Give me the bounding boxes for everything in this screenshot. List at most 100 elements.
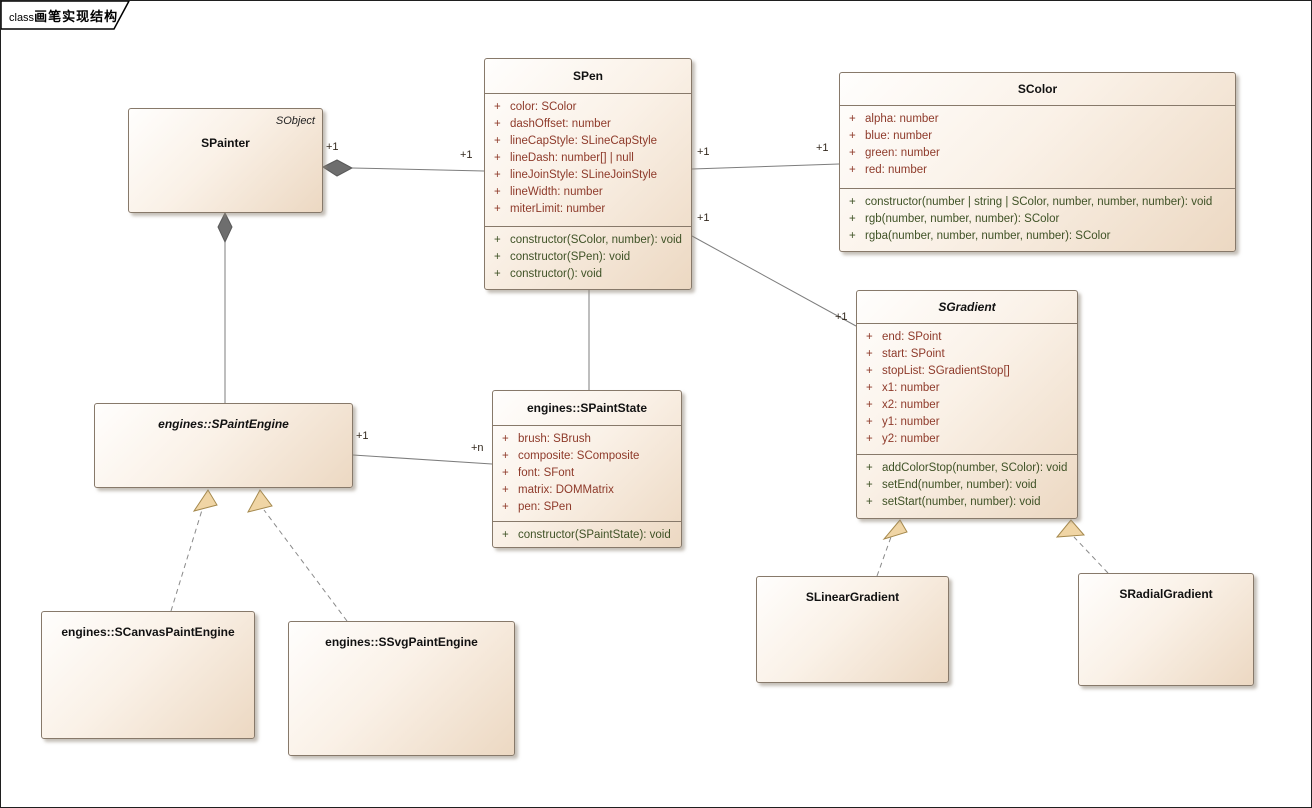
visibility-symbol: + [866, 365, 873, 377]
visibility-symbol: + [866, 462, 873, 474]
class-spaintstate[interactable]: engines::SPaintState +brush: SBrush+comp… [492, 390, 682, 548]
multiplicity-label: +1 [697, 212, 710, 224]
class-ssvgpaintengine[interactable]: engines::SSvgPaintEngine [288, 621, 515, 756]
visibility-symbol: + [502, 484, 509, 496]
class-scanvaspaintengine[interactable]: engines::SCanvasPaintEngine [41, 611, 255, 739]
class-title: SGradient [857, 291, 1077, 324]
member-row: +addColorStop(number, SColor): void [857, 460, 1077, 477]
multiplicity-label: +1 [460, 149, 473, 161]
member-text: constructor(): void [510, 268, 603, 280]
visibility-symbol: + [494, 268, 501, 280]
member-row: +constructor(number | string | SColor, n… [840, 194, 1235, 211]
member-text: color: SColor [510, 101, 577, 113]
visibility-symbol: + [502, 501, 509, 513]
visibility-symbol: + [866, 399, 873, 411]
member-row: + stopList: SGradientStop[] [857, 363, 1077, 380]
member-text: lineDash: number[] | null [510, 152, 634, 164]
realization-scanvas-spaintengine[interactable] [170, 489, 218, 612]
member-row: +x1: number [857, 380, 1077, 397]
realization-slinear-sgradient[interactable] [876, 519, 908, 577]
class-spainter[interactable]: SObject SPainter [128, 108, 323, 213]
visibility-symbol: + [494, 203, 501, 215]
member-text: end: SPoint [882, 331, 942, 343]
class-sradialgradient[interactable]: SRadialGradient [1078, 573, 1254, 686]
member-row: + rgb(number, number, number): SColor [840, 211, 1235, 228]
member-text: start: SPoint [882, 348, 945, 360]
attributes-section: +brush: SBrush+composite: SComposite+fon… [493, 426, 681, 522]
visibility-symbol: + [502, 433, 509, 445]
member-text: constructor(SPen): void [510, 251, 631, 263]
member-row: + matrix: DOMMatrix [493, 482, 681, 499]
visibility-symbol: + [866, 479, 873, 491]
multiplicity-label: +1 [835, 311, 848, 323]
class-title: engines::SSvgPaintEngine [325, 635, 478, 649]
member-text: green: number [865, 147, 940, 159]
visibility-symbol: + [494, 251, 501, 263]
member-row: +color: SColor [485, 99, 691, 116]
association-spaintengine-spaintstate[interactable] [352, 454, 493, 465]
member-text: constructor(number | string | SColor, nu… [865, 196, 1213, 208]
composition-diamond [217, 211, 233, 244]
realization-sradial-sgradient[interactable] [1055, 519, 1109, 574]
visibility-symbol: + [866, 348, 873, 360]
composition-spainter-spaintengine[interactable] [217, 211, 233, 403]
association-spen-sgradient[interactable] [691, 235, 857, 327]
class-title: SLinearGradient [805, 590, 900, 604]
stereotype-label: SObject [275, 115, 315, 127]
class-slineargradient[interactable]: SLinearGradient [756, 576, 949, 683]
visibility-symbol: + [849, 147, 856, 159]
member-row: + lineDash: number[] | null [485, 150, 691, 167]
methods-section: +addColorStop(number, SColor): void+setE… [857, 455, 1077, 511]
member-text: y2: number [882, 433, 940, 445]
member-text: rgb(number, number, number): SColor [865, 213, 1060, 225]
visibility-symbol: + [494, 118, 501, 130]
diagram-frame-tab [1, 1, 130, 30]
member-row: + constructor(): void [485, 266, 691, 283]
class-sgradient[interactable]: SGradient + end: SPoint + start: SPoint + sto… [856, 290, 1078, 519]
member-text: y1: number [882, 416, 940, 428]
member-row: +rgba(number, number, number, number): S… [840, 228, 1235, 245]
multiplicity-label: +1 [816, 142, 829, 154]
visibility-symbol: + [849, 230, 856, 242]
member-row: + green: number [840, 145, 1235, 162]
class-scolor[interactable]: SColor +alpha: number+blue: number+green… [839, 72, 1236, 252]
member-text: lineJoinStyle: SLineJoinStyle [510, 169, 658, 181]
member-text: alpha: number [865, 113, 939, 125]
member-text: setStart(number, number): void [882, 496, 1041, 508]
attributes-section: + end: SPoint + start: SPoint + stopList: SGr… [857, 324, 1077, 455]
visibility-symbol: + [502, 467, 509, 479]
generalization-arrowhead [192, 489, 218, 512]
member-row: + start: SPoint [857, 346, 1077, 363]
visibility-symbol: + [849, 130, 856, 142]
class-spaintengine[interactable]: engines::SPaintEngine [94, 403, 353, 488]
member-row: + y2: number [857, 431, 1077, 448]
realization-ssvg-spaintengine[interactable] [247, 489, 348, 622]
methods-section: +constructor(SColor, number): void+const… [485, 227, 691, 283]
class-spen[interactable]: SPen +color: SColor+dashOffset: number+l… [484, 58, 692, 290]
member-row: +y1: number [857, 414, 1077, 431]
visibility-symbol: + [494, 169, 501, 181]
visibility-symbol: + [866, 331, 873, 343]
visibility-symbol: + [494, 186, 501, 198]
attributes-section: +alpha: number+blue: number+green: numbe… [840, 106, 1235, 189]
member-text: lineCapStyle: SLineCapStyle [510, 135, 658, 147]
class-title: engines::SCanvasPaintEngine [61, 625, 235, 639]
visibility-symbol: + [866, 433, 873, 445]
member-row: +red: number [840, 162, 1235, 179]
member-row: + end: SPoint [857, 329, 1077, 346]
visibility-symbol: + [849, 213, 856, 225]
member-row: + pen: SPen [493, 499, 681, 516]
member-text: matrix: DOMMatrix [518, 484, 614, 496]
visibility-symbol: + [849, 113, 856, 125]
member-row: +brush: SBrush [493, 431, 681, 448]
member-text: pen: SPen [518, 501, 572, 513]
member-row: +lineWidth: number [485, 184, 691, 201]
association-spen-scolor[interactable] [691, 163, 840, 170]
visibility-symbol: + [494, 152, 501, 164]
multiplicity-label: +1 [697, 146, 710, 158]
member-row: + alpha: number [840, 111, 1235, 128]
member-row: +dashOffset: number [485, 116, 691, 133]
composition-spainter-spen[interactable] [321, 159, 485, 177]
member-text: stopList: SGradientStop[] [882, 365, 1010, 377]
